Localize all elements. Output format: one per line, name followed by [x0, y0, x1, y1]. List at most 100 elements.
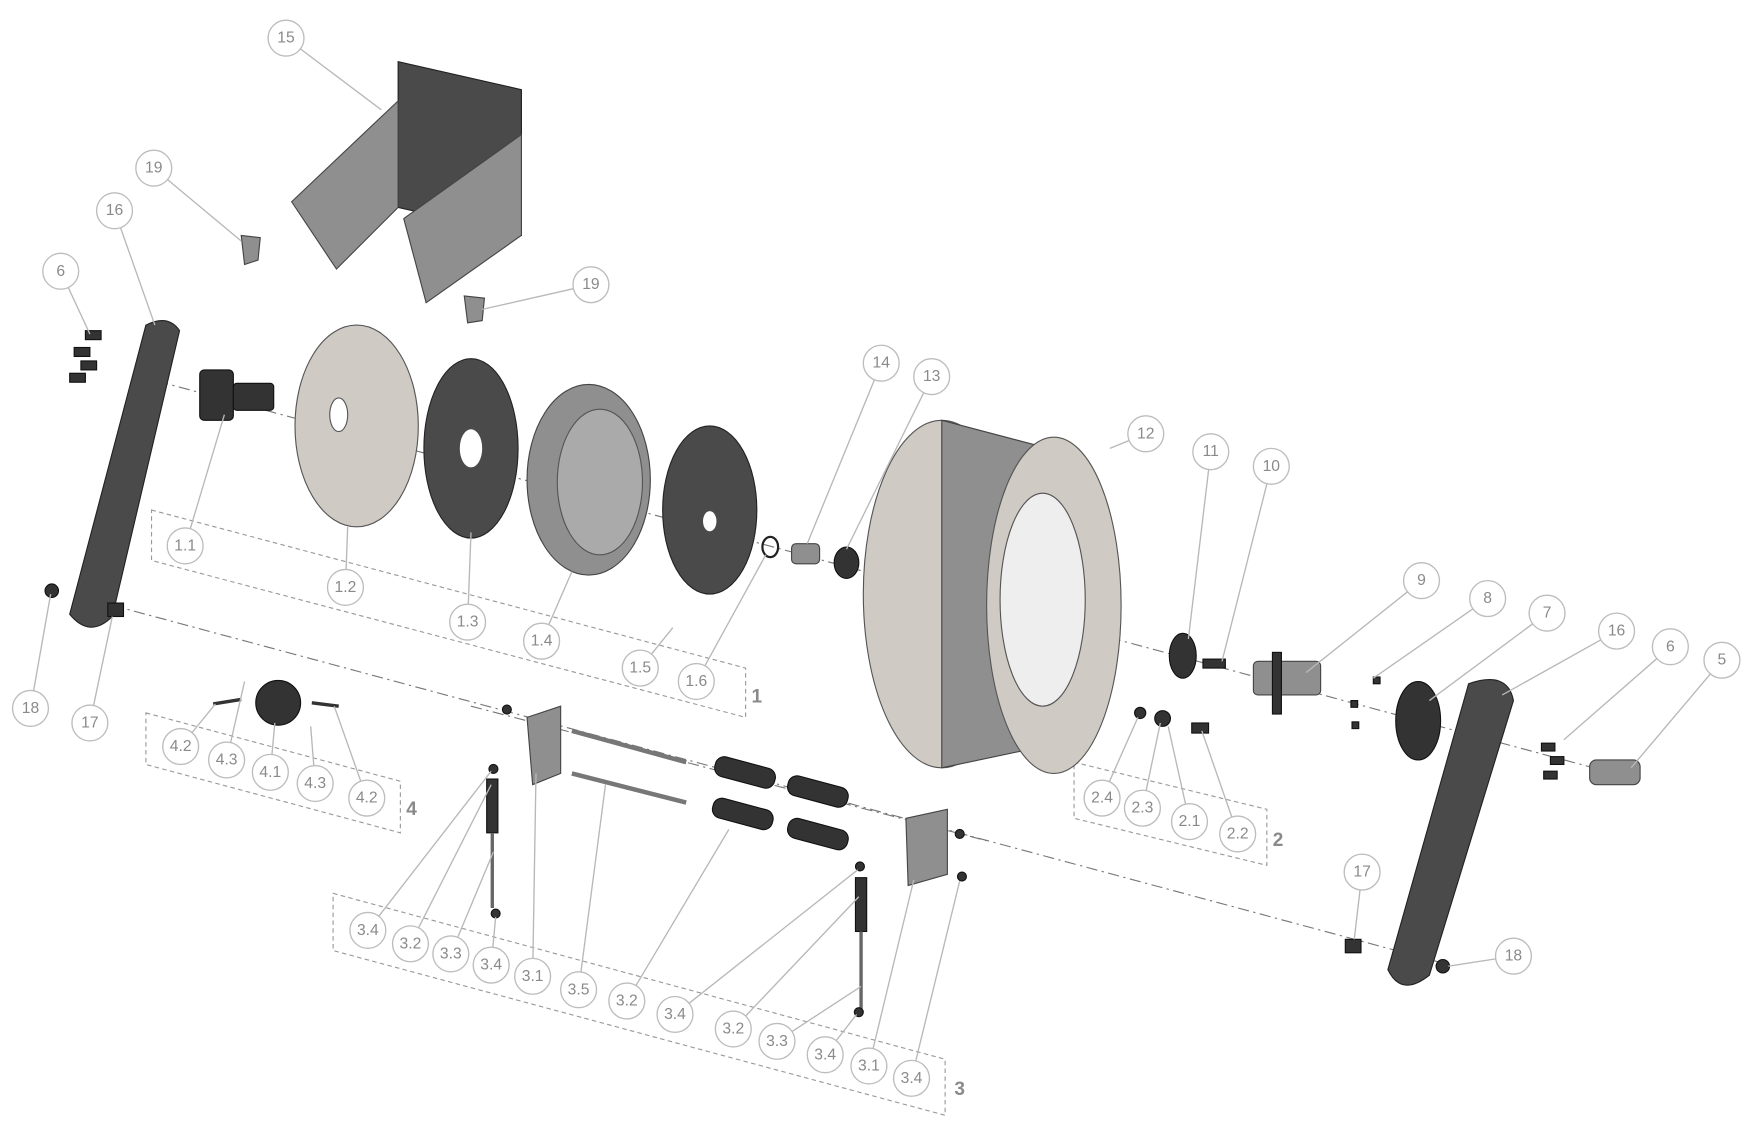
callout-number: 6	[1666, 638, 1675, 655]
part-callout: 3.1	[514, 957, 552, 995]
part-5-elbow	[1589, 759, 1641, 786]
callout-circle	[349, 911, 387, 949]
leader-line	[333, 705, 362, 782]
part-callout: 15	[267, 19, 305, 57]
part-callout: 3.4	[892, 1059, 931, 1097]
part-callout: 2.4	[1083, 779, 1121, 817]
callout-circle	[862, 344, 900, 382]
leader-line	[1630, 673, 1711, 769]
part-callout: 19	[135, 149, 173, 187]
part-callout: 1.3	[449, 603, 487, 641]
callout-number: 3.1	[858, 1057, 880, 1074]
callout-number: 10	[1263, 458, 1281, 475]
leader-line	[67, 287, 91, 335]
callout-number: 4.2	[170, 738, 192, 755]
callout-circle	[758, 1022, 796, 1060]
callout-circle	[1597, 612, 1636, 650]
leader-line	[1108, 717, 1139, 782]
leader-line	[189, 414, 226, 529]
callout-number: 19	[582, 276, 599, 293]
callout-number: 3.4	[664, 1006, 686, 1023]
part-1-1-shaft	[232, 382, 275, 411]
leader-lines	[32, 48, 1711, 1062]
callout-circle	[1651, 628, 1689, 666]
callout-number: 19	[145, 160, 162, 177]
leader-line	[532, 773, 537, 959]
part-callout: 2.3	[1123, 789, 1162, 827]
leader-line	[1145, 722, 1162, 791]
callout-circle	[714, 1010, 752, 1048]
part-callout: 14	[862, 344, 900, 382]
part-18-nut-left	[44, 583, 60, 599]
callout-circle	[251, 753, 289, 791]
part-callout: 1.5	[621, 649, 659, 687]
group-box-4	[145, 712, 401, 834]
group-number: 3	[954, 1079, 965, 1100]
callout-number: 14	[873, 355, 891, 372]
callout-circle	[806, 1036, 844, 1074]
leader-line	[1353, 889, 1361, 940]
callout-circle	[1219, 815, 1257, 853]
callout-circle	[514, 957, 552, 995]
leader-line	[1372, 608, 1474, 679]
part-callout: 16	[95, 192, 134, 230]
part-callout: 9	[1402, 562, 1441, 600]
callout-number: 2.1	[1179, 813, 1201, 830]
leader-line	[1563, 658, 1658, 741]
part-10-screw	[1202, 658, 1226, 669]
part-14-bushing	[791, 543, 821, 565]
part-3-5-rod-lower	[571, 771, 687, 805]
leader-line	[915, 880, 961, 1062]
part-15-bracket	[290, 60, 522, 304]
part-9-swivel	[1252, 651, 1322, 715]
part-callout: 1.6	[677, 662, 715, 701]
part-19-clip-right	[463, 295, 486, 324]
part-callout: 3.5	[559, 971, 598, 1009]
callout-number: 1.1	[174, 537, 196, 554]
callout-number: 12	[1137, 425, 1154, 442]
leader-line	[1201, 730, 1233, 818]
callout-number: 6	[56, 263, 65, 280]
callout-circle	[42, 252, 80, 290]
part-11-bearing	[1168, 632, 1197, 679]
part-4-2-pin-right	[311, 701, 339, 708]
part-17-bolt-right	[1344, 938, 1362, 954]
leader-line	[378, 770, 492, 917]
callout-circle	[522, 622, 561, 660]
part-3-2-rod-upper	[571, 728, 687, 765]
callout-circle	[391, 925, 430, 963]
part-8-screws	[1350, 676, 1381, 730]
callout-circle	[892, 1059, 931, 1097]
leader-line	[1187, 469, 1210, 639]
part-12-drum	[862, 419, 1122, 774]
leader-line	[835, 1014, 858, 1042]
callout-circle	[1528, 594, 1566, 632]
callout-circle	[135, 149, 173, 187]
leader-line	[167, 179, 242, 242]
parts	[44, 60, 1641, 1018]
callout-circle	[572, 266, 610, 304]
callout-circle	[559, 971, 598, 1009]
callout-number: 2.4	[1091, 790, 1113, 807]
part-callout: 1.4	[522, 622, 561, 660]
callout-circle	[432, 935, 470, 973]
part-4-2-pin-left	[212, 697, 242, 706]
part-callout: 4.1	[251, 753, 289, 791]
part-3-1-bracket-right	[905, 808, 948, 887]
part-callout: 18	[1494, 937, 1533, 975]
callout-number: 4.3	[304, 775, 326, 792]
callout-number: 15	[277, 30, 295, 47]
leader-line	[345, 526, 349, 570]
callout-circle	[166, 527, 204, 565]
part-callout: 4.2	[348, 779, 386, 817]
lower-axis	[112, 604, 1447, 965]
part-2-fittings	[1134, 706, 1210, 734]
part-callout: 4.3	[296, 764, 334, 803]
group-boxes	[145, 509, 1268, 1117]
callout-number: 3.3	[440, 945, 462, 962]
callout-number: 16	[1608, 623, 1626, 640]
callout-circle	[472, 946, 510, 984]
part-callout: 4.2	[162, 727, 200, 766]
part-callout: 13	[913, 358, 951, 396]
